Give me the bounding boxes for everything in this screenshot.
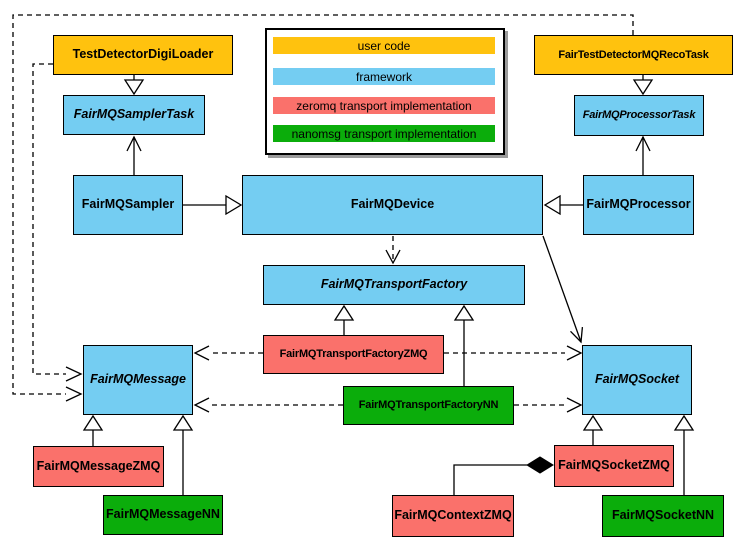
node-fairmq-device: FairMQDevice (242, 175, 543, 235)
node-label: FairMQSocketNN (611, 508, 715, 523)
legend-label: user code (357, 38, 411, 53)
edge-inheritance-fairmqtransportfactoryzmq-fairmqtransportfactory (333, 304, 355, 335)
edge-dependency-fairmqtransportfactorynn-fairmqsocket (514, 397, 583, 413)
open-arrowhead-icon (126, 135, 142, 152)
open-arrowhead-icon (193, 397, 210, 413)
inheritance-arrowhead-icon (123, 79, 145, 96)
node-fairmq-socket: FairMQSocket (582, 345, 692, 415)
composition-diamond-icon (526, 456, 554, 474)
node-label: FairMQSampler (81, 197, 175, 212)
node-label: FairTestDetectorMQRecoTask (558, 48, 709, 61)
edge-inheritance-testdetectordigiloader-fairmqsamplertask (123, 75, 145, 96)
legend-item-framework: framework (273, 68, 495, 85)
node-label: FairMQProcessor (586, 197, 691, 212)
node-fairmq-processor: FairMQProcessor (583, 175, 694, 235)
open-arrowhead-icon (193, 345, 210, 361)
edge-dependency-fairmqtransportfactoryzmq-fairmqmessage (193, 345, 263, 361)
node-label: FairMQSamplerTask (73, 107, 195, 122)
node-label: FairMQSocketZMQ (558, 458, 670, 473)
node-fairmq-sampler: FairMQSampler (73, 175, 183, 235)
inheritance-arrowhead-icon (333, 304, 355, 321)
edge-line (32, 63, 66, 375)
legend-item-user-code: user code (273, 37, 495, 54)
inheritance-arrowhead-icon (172, 414, 194, 431)
node-test-detector-digi-loader: TestDetectorDigiLoader (53, 35, 233, 75)
node-label: FairMQContextZMQ (394, 508, 512, 523)
edge-composition-fairmqcontextzmq-fairmqsocketzmq (453, 456, 554, 495)
edge-dependency-fairmqtransportfactorynn-fairmqmessage (193, 397, 343, 413)
node-fairmq-context-zmq: FairMQContextZMQ (392, 495, 514, 537)
node-label: FairMQTransportFactoryNN (358, 399, 499, 412)
node-fairmq-sampler-task: FairMQSamplerTask (63, 95, 205, 135)
node-fairmq-message-nn: FairMQMessageNN (103, 495, 223, 535)
legend-label: nanomsg transport implementation (291, 126, 477, 141)
node-fair-test-detector-mq-reco-task: FairTestDetectorMQRecoTask (534, 35, 733, 75)
open-arrowhead-icon (385, 249, 401, 265)
node-fairmq-socket-nn: FairMQSocketNN (602, 495, 724, 537)
edge-line (542, 235, 582, 343)
open-arrowhead-icon (570, 327, 584, 344)
node-fairmq-message: FairMQMessage (83, 345, 193, 415)
legend-item-nanomsg-implementation: nanomsg transport implementation (273, 125, 495, 142)
node-fairmq-transport-factory-zmq: FairMQTransportFactoryZMQ (263, 335, 444, 374)
inheritance-arrowhead-icon (82, 414, 104, 431)
edge-inheritance-fairtestdetectormqrecotask-fairmqprocessortask (632, 75, 654, 96)
node-label: FairMQTransportFactory (320, 277, 468, 292)
inheritance-arrowhead-icon (582, 414, 604, 431)
node-label: FairMQTransportFactoryZMQ (279, 348, 428, 361)
inheritance-arrowhead-icon (632, 79, 654, 96)
inheritance-arrowhead-icon (543, 194, 561, 216)
node-fairmq-transport-factory: FairMQTransportFactory (263, 265, 525, 305)
open-arrowhead-icon (566, 345, 583, 361)
edge-association-fairmqprocessor-fairmqprocessortask (635, 135, 651, 175)
legend-item-zeromq-implementation: zeromq transport implementation (273, 97, 495, 114)
edge-dependency-fairmqtransportfactoryzmq-fairmqsocket (444, 345, 583, 361)
open-arrowhead-icon (566, 397, 583, 413)
node-label: FairMQProcessorTask (582, 109, 696, 122)
edge-inheritance-fairmqsampler-fairmqdevice (183, 194, 243, 216)
edge-dependency-fairmqdevice-fairmqtransportfactory (385, 236, 401, 265)
edge-inheritance-fairmqsocketzmq-fairmqsocket (582, 414, 604, 445)
node-label: TestDetectorDigiLoader (72, 47, 214, 62)
node-label: FairMQDevice (350, 197, 435, 212)
edge-inheritance-fairmqmessagenn-fairmqmessage (172, 414, 194, 495)
node-fairmq-processor-task: FairMQProcessorTask (574, 95, 704, 136)
edge-line (453, 464, 527, 495)
edge-inheritance-fairmqtransportfactorynn-fairmqtransportfactory (453, 304, 475, 386)
edge-association-fairmqdevice-fairmqsocket (542, 235, 584, 344)
legend-label: zeromq transport implementation (296, 98, 472, 113)
inheritance-arrowhead-icon (673, 414, 695, 431)
node-fairmq-transport-factory-nn: FairMQTransportFactoryNN (343, 386, 514, 425)
open-arrowhead-icon (635, 135, 651, 152)
legend: user code framework zeromq transport imp… (265, 28, 505, 155)
open-arrowhead-icon (65, 386, 83, 402)
node-label: FairMQMessageZMQ (36, 458, 161, 473)
node-fairmq-message-zmq: FairMQMessageZMQ (33, 446, 164, 487)
legend-label: framework (355, 69, 412, 84)
node-label: FairMQSocket (594, 372, 680, 387)
edge-inheritance-fairmqsocketnn-fairmqsocket (673, 414, 695, 495)
open-arrowhead-icon (65, 366, 83, 382)
node-label: FairMQMessage (90, 372, 186, 387)
node-label: FairMQMessageNN (106, 507, 220, 522)
edge-inheritance-fairmqmessagezmq-fairmqmessage (82, 414, 104, 446)
inheritance-arrowhead-icon (225, 194, 243, 216)
inheritance-arrowhead-icon (453, 304, 475, 321)
edge-association-fairmqsampler-fairmqsamplertask (126, 135, 142, 175)
edge-inheritance-fairmqprocessor-fairmqdevice (543, 194, 583, 216)
node-fairmq-socket-zmq: FairMQSocketZMQ (554, 445, 674, 487)
